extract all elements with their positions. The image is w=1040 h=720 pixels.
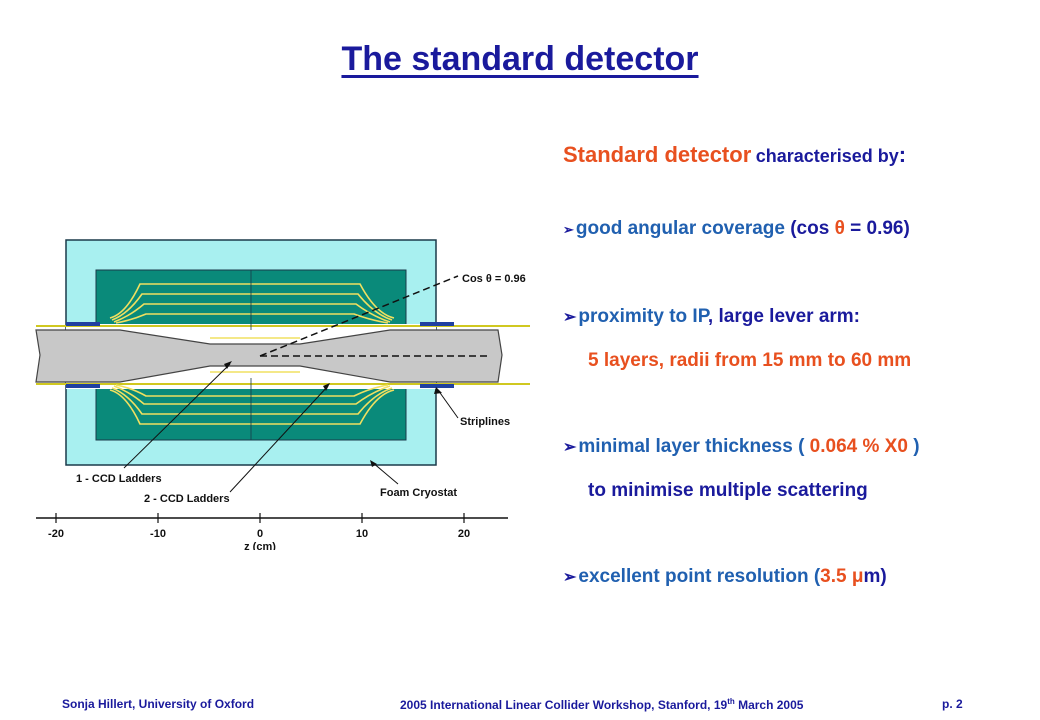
bullet-proximity: ➢proximity to IP, large lever arm: (563, 306, 861, 327)
footer-event: 2005 International Linear Collider Works… (400, 697, 804, 712)
ccd-ladders-2-label: 2 - CCD Ladders (144, 493, 230, 505)
slide-title: The standard detector (341, 40, 699, 78)
lower-ladders (109, 371, 395, 425)
bullet-arrow-icon: ➢ (563, 309, 577, 326)
axis-tick-label: -20 (48, 528, 64, 540)
axis-tick-label: -10 (150, 528, 166, 540)
bullet-angular-coverage: ➢good angular coverage (cos θ = 0.96) (563, 218, 910, 239)
heading-colon: : (898, 142, 907, 167)
axis-tick-label: 10 (356, 528, 368, 540)
footer-page-number: p. 2 (942, 697, 963, 711)
bullet-point-resolution: ➢excellent point resolution (3.5 μm) (563, 566, 887, 587)
bullets-heading: Standard detector characterised by: (563, 142, 906, 168)
upper-ladders (109, 283, 395, 339)
heading-highlight: Standard detector (563, 142, 752, 167)
footer-author: Sonja Hillert, University of Oxford (62, 697, 255, 711)
cos-theta-line (259, 275, 459, 357)
axis-title: z (cm) (244, 541, 276, 550)
beampipe (35, 329, 503, 383)
bullet-layer-thickness: ➢minimal layer thickness ( 0.064 % X0 ) (563, 436, 920, 457)
bullet-arrow-icon: ➢ (563, 569, 577, 586)
detector-diagram: Cos θ = 0.96 Striplines 1 - CCD Ladders … (35, 239, 530, 550)
bullet-proximity-detail: 5 layers, radii from 15 mm to 60 mm (588, 350, 912, 371)
foam-cryostat-label: Foam Cryostat (380, 487, 457, 499)
cos-theta-label: Cos θ = 0.96 (462, 273, 526, 285)
bullet-arrow-icon: ➢ (563, 222, 574, 237)
heading-rest: characterised by (755, 146, 899, 166)
striplines-label: Striplines (460, 416, 510, 428)
axis-tick-label: 20 (458, 528, 470, 540)
bullet-layer-thickness-detail: to minimise multiple scattering (588, 480, 868, 501)
axis-tick-label: 0 (257, 528, 263, 540)
bullet-arrow-icon: ➢ (563, 439, 577, 456)
ccd-ladders-1-label: 1 - CCD Ladders (76, 473, 162, 485)
